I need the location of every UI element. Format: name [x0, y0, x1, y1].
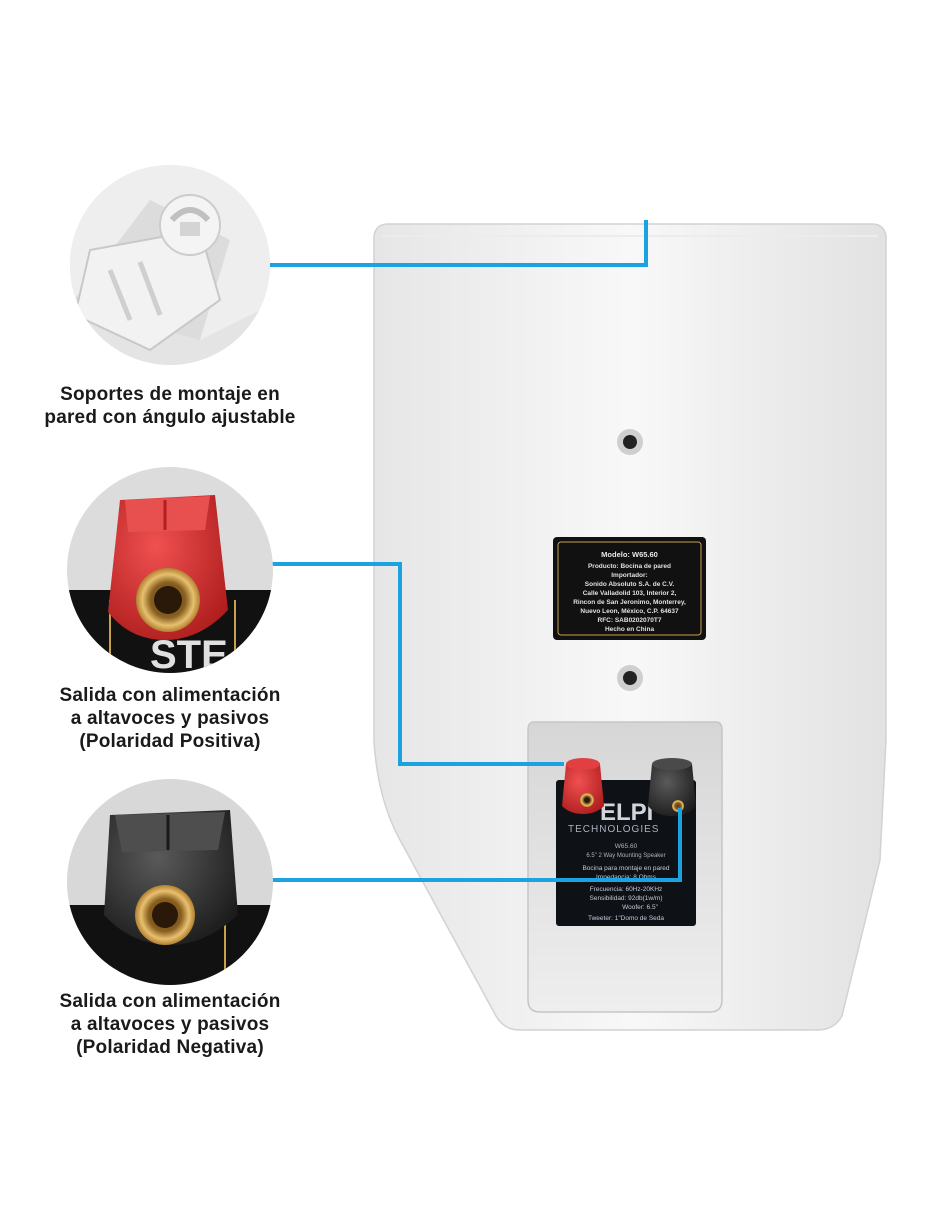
- spec-brand: ELPI: [600, 799, 653, 826]
- zoom-label-text-neg: P: [70, 942, 95, 984]
- callout-line-mount: [270, 220, 648, 267]
- product-label-line: Producto: Bocina de pared: [588, 563, 671, 570]
- product-label-line: RFC: SAB0202070T7: [598, 617, 662, 624]
- spec-line: Tweeter: 1"Domo de Seda: [588, 915, 664, 922]
- product-label-line: Hecho en China: [605, 626, 655, 633]
- zoom-circle-positive: STE: [67, 467, 273, 673]
- callout-line-positive: [270, 562, 564, 766]
- spec-line: Woofer: 6.5": [622, 904, 658, 911]
- caption-line: (Polaridad Negativa): [76, 1037, 264, 1058]
- caption-negative: Salida con alimentación a altavoces y pa…: [0, 990, 340, 1059]
- product-label-model: Modelo: W65.60: [601, 550, 658, 559]
- red-terminal: [562, 758, 604, 814]
- caption-line: Salida con alimentación: [59, 991, 281, 1012]
- spec-line: Sensibilidad: 92db(1w/m): [590, 895, 663, 902]
- spec-label-plate: ELPI TECHNOLOGIES W65.60 6.5" 2 Way Moun…: [556, 780, 696, 926]
- caption-line: Soportes de montaje en: [60, 384, 280, 405]
- callout-lines: [270, 220, 682, 882]
- black-terminal: [648, 758, 696, 816]
- spec-line: Frecuencia: 60Hz-20KHz: [590, 886, 663, 893]
- caption-line: pared con ángulo ajustable: [44, 407, 296, 428]
- spec-line: Impedancia: 8 Ohms: [596, 874, 657, 881]
- spec-line: Bocina para montaje en pared: [582, 865, 669, 872]
- product-label-line: Calle Valladolid 103, Interior 2,: [583, 590, 677, 597]
- product-label-plate: Modelo: W65.60 Producto: Bocina de pared…: [553, 537, 706, 640]
- zoom-circle-mount: [70, 165, 270, 365]
- caption-line: a altavoces y pasivos: [70, 1014, 270, 1035]
- caption-mount: Soportes de montaje en pared con ángulo …: [0, 383, 340, 429]
- product-label-line: Sonido Absoluto S.A. de C.V.: [585, 581, 675, 588]
- product-label-line: Importador:: [611, 572, 647, 579]
- callout-line-negative: [270, 808, 682, 882]
- zoom-circle-negative: P: [67, 779, 273, 985]
- caption-line: (Polaridad Positiva): [79, 731, 261, 752]
- screw-hole-bottom: [617, 665, 643, 691]
- caption-line: a altavoces y pasivos: [70, 708, 270, 729]
- caption-positive: Salida con alimentación a altavoces y pa…: [0, 684, 340, 753]
- product-label-line: Rincon de San Jeronimo, Monterrey,: [573, 599, 686, 606]
- spec-brand-sub: TECHNOLOGIES: [568, 824, 659, 835]
- caption-line: Salida con alimentación: [59, 685, 281, 706]
- screw-hole-top: [617, 429, 643, 455]
- spec-subtitle: 6.5" 2 Way Mounting Speaker: [586, 853, 665, 859]
- spec-model: W65.60: [615, 843, 638, 850]
- product-label-line: Nuevo Leon, México, C.P. 64637: [580, 608, 679, 615]
